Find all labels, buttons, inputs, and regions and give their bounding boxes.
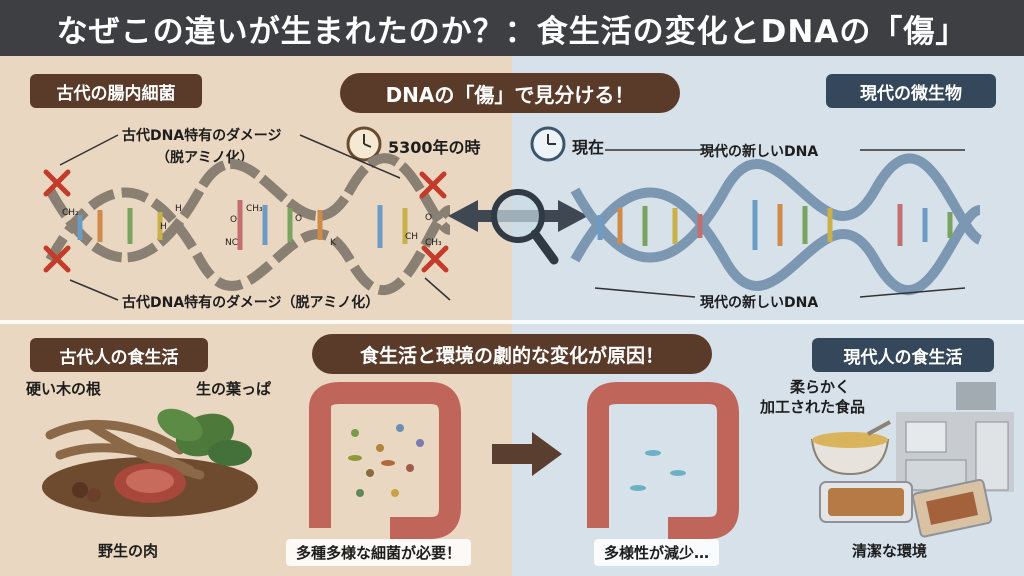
chem-label: CH₃ [425,238,442,248]
bowl-icon [810,420,891,476]
ancient-dna-helix [45,153,452,296]
modern-diet-tag: 現代人の食生活 [812,338,994,372]
food-root-label: 硬い木の根 [26,380,102,398]
chem-label: H [160,222,167,232]
food-leaves-label: 生の葉っぱ [196,380,272,398]
modern-dna-label-top: 現代の新しいDNA [700,144,819,160]
magnifier-icon [491,189,559,265]
x-mark-icon [43,245,71,273]
clock-icon [530,126,566,162]
clean-environment-label: 清潔な環境 [852,542,928,560]
food-meat-label: 野生の肉 [98,542,159,560]
chem-label: O [425,213,433,223]
ancient-bacteria-tag: 古代の腸内細菌 [30,74,202,108]
ancient-food-board [42,408,258,517]
center-banner-bottom: 食生活と環境の劇的な変化が原因！ [312,334,712,374]
ancient-damage-label-bottom: 古代DNA特有のダメージ（脱アミノ化） [122,295,380,311]
chem-label: O [230,215,238,225]
time-modern-label: 現在 [572,138,605,157]
intestine-icon [309,382,461,539]
x-mark-icon [43,169,71,197]
chem-label: K [330,238,336,248]
section-divider [0,320,1024,324]
gut-ancient-caption: 多種多様な細菌が必要！ [286,539,472,566]
chem-label: CH₂ [62,208,79,218]
time-ancient-label: 5300年の時 [388,138,481,157]
modern-microbe-tag: 現代の微生物 [826,74,996,108]
gut-modern-caption: 多様性が減少… [594,539,720,566]
page-title: なぜこの違いが生まれたのか？：食生活の変化とDNAの「傷」 [0,0,1024,56]
processed-food-tray [819,481,913,523]
modern-dna-helix [570,149,983,298]
ancient-damage-label-top-sub: （脱アミノ化） [156,150,254,166]
processed-food-pack [911,478,993,538]
chem-label: CH [405,232,419,242]
pointer-lines-ancient [59,134,451,301]
ancient-damage-label-top: 古代DNA特有のダメージ [122,128,282,144]
chem-label: CH₃ [246,204,263,214]
arrow-right-icon [492,432,562,476]
processed-food-label-line1: 柔らかく [790,378,851,396]
center-banner-top: DNAの「傷」で見分ける！ [340,73,680,113]
clock-icon [346,126,382,162]
processed-food-label-line2: 加工された食品 [760,398,866,416]
x-mark-icon [421,245,449,273]
chem-label: H [175,204,182,214]
intestine-icon [587,382,739,539]
ancient-diet-tag: 古代人の食生活 [30,338,208,372]
chem-label: O [295,214,303,224]
x-mark-icon [419,171,447,199]
modern-dna-label-bottom: 現代の新しいDNA [700,295,819,311]
chem-label: NC [225,238,239,248]
